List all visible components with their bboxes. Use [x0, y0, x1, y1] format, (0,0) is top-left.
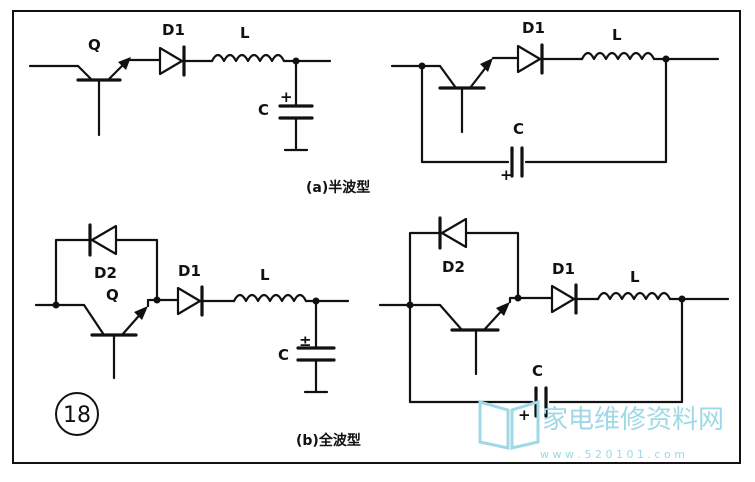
label-d2: D2: [442, 258, 465, 276]
label-q: Q: [106, 286, 119, 304]
label-polarity: +: [518, 406, 531, 424]
capacitor-c: [278, 104, 314, 120]
label-d1: D1: [178, 262, 201, 280]
watermark-url: w w w . 5 2 0 1 0 1 . c o m: [540, 448, 685, 461]
watermark-title: 家电维修资料网: [542, 405, 724, 435]
circuit-b-left: D2 Q D1 L C ±: [34, 223, 350, 394]
circuit-a-left: Q D1 L C +: [28, 21, 332, 152]
diode-d2: [88, 223, 118, 257]
circuit-a-right: D1 L C +: [390, 19, 720, 184]
figure-number-badge: 18: [55, 392, 99, 436]
circuit-b-right: D2 D1 L C +: [378, 216, 730, 424]
label-polarity: ±: [299, 332, 312, 350]
diode-d2: [438, 216, 468, 250]
label-q: Q: [88, 36, 101, 54]
book-logo-icon: [478, 399, 540, 450]
diode-d1: [158, 45, 186, 77]
label-l: L: [612, 26, 622, 44]
diode-d1: [516, 43, 544, 75]
label-d1: D1: [162, 21, 185, 39]
watermark: 家电维修资料网 w w w . 5 2 0 1 0 1 . c o m: [478, 399, 724, 461]
diode-d1: [176, 285, 204, 317]
caption-b: (b)全波型: [296, 432, 361, 449]
label-d1: D1: [522, 19, 545, 37]
label-c: C: [513, 120, 524, 138]
label-l: L: [240, 24, 250, 42]
inductor-l: [232, 293, 308, 303]
label-l: L: [260, 266, 270, 284]
inductor-l: [580, 51, 656, 61]
label-d1: D1: [552, 260, 575, 278]
capacitor-c: [510, 146, 524, 178]
label-polarity: +: [500, 166, 513, 184]
inductor-l: [596, 291, 672, 301]
diode-d1: [550, 283, 578, 315]
label-polarity: +: [280, 88, 293, 106]
inductor-l: [210, 53, 286, 63]
figure-number: 18: [63, 403, 91, 428]
caption-a: (a)半波型: [306, 179, 370, 196]
label-l: L: [630, 268, 640, 286]
label-d2: D2: [94, 264, 117, 282]
figure-frame: [12, 10, 741, 464]
label-c: C: [278, 346, 289, 364]
label-c: C: [532, 362, 543, 380]
label-c: C: [258, 101, 269, 119]
